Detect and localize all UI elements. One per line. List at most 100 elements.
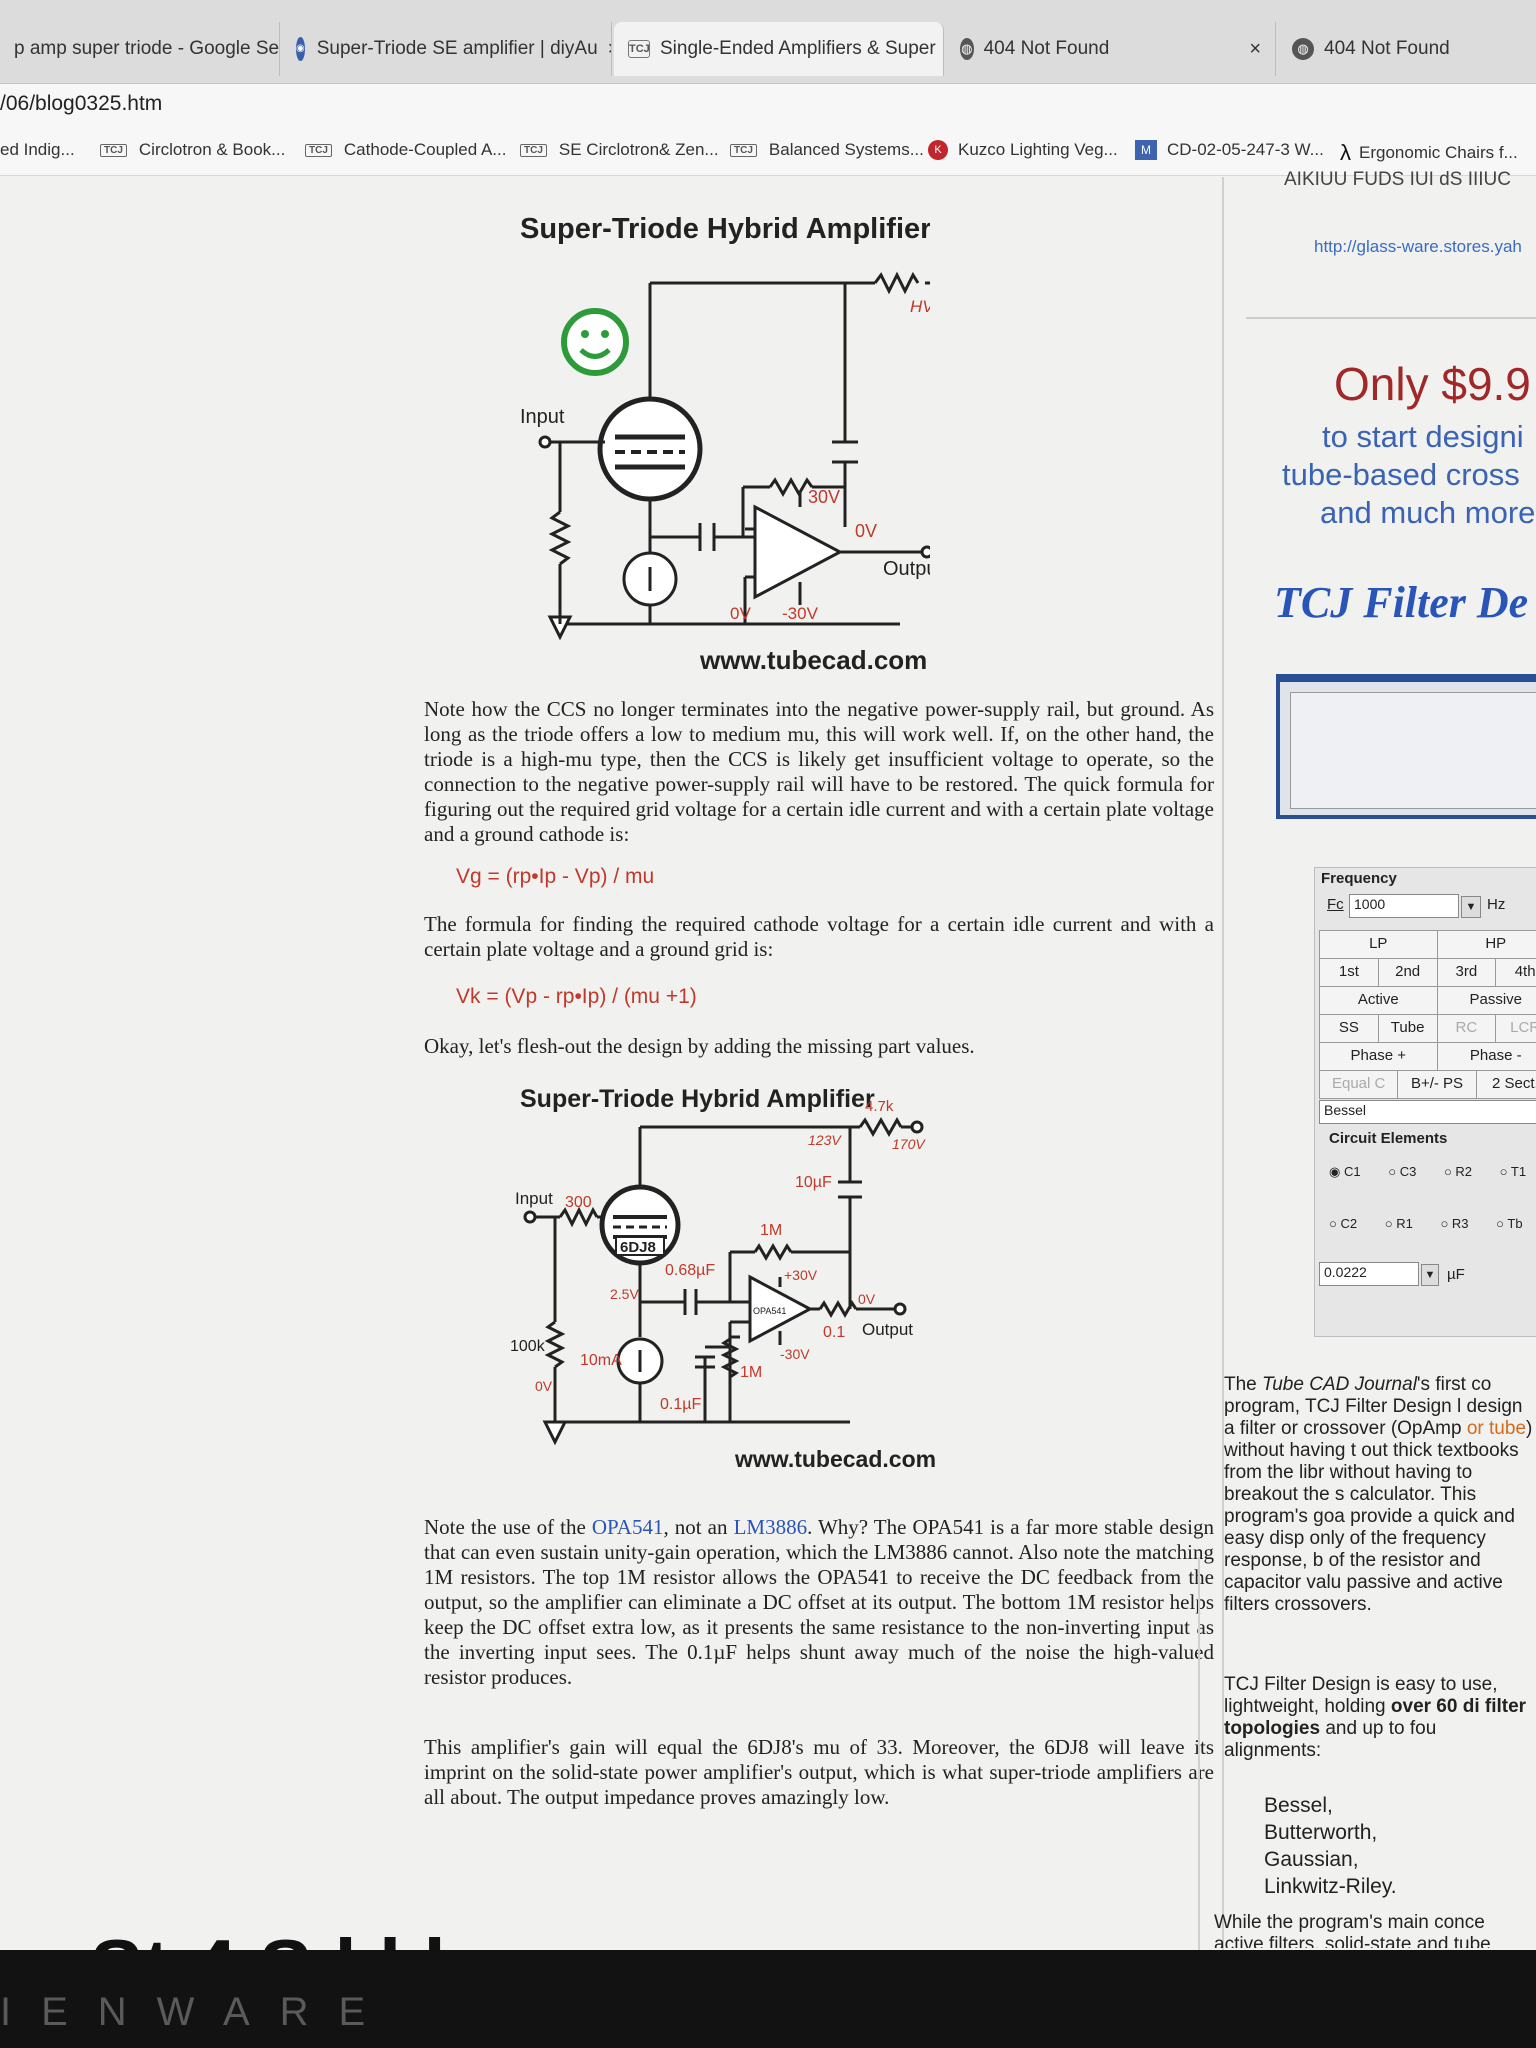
radio-label: C1 bbox=[1343, 1164, 1361, 1179]
tab-label: Super-Triode SE amplifier | diyAu bbox=[316, 38, 598, 59]
tab-google-search[interactable]: p amp super triode - Google Se × bbox=[0, 22, 280, 76]
bookmark-se-circlotron[interactable]: TCJ SE Circlotron& Zen... bbox=[520, 140, 719, 160]
watermark: www.tubecad.com bbox=[734, 1446, 936, 1472]
two-sect-button[interactable]: 2 Sect. bbox=[1476, 1071, 1536, 1099]
fc-label: Fc bbox=[1327, 896, 1344, 913]
order-2nd[interactable]: 2nd bbox=[1378, 959, 1438, 987]
lm3886-link[interactable]: LM3886 bbox=[733, 1515, 808, 1539]
fc-input[interactable]: 1000 bbox=[1349, 894, 1459, 918]
radio-label: C3 bbox=[1399, 1164, 1417, 1179]
globe-icon: ◍ bbox=[1292, 38, 1314, 60]
r100k-label: 100k bbox=[510, 1338, 546, 1355]
text: Note the use of the bbox=[424, 1515, 592, 1539]
output-label: Output bbox=[862, 1320, 913, 1339]
bookmark-label: CD-02-05-247-3 W... bbox=[1167, 140, 1324, 159]
radio-r3[interactable]: ○ R3 bbox=[1440, 1216, 1469, 1231]
lp-button[interactable]: LP bbox=[1320, 931, 1438, 959]
hp-button[interactable]: HP bbox=[1437, 931, 1536, 959]
r1m-bottom-label: 1M bbox=[740, 1364, 762, 1381]
bookmark-ergonomic[interactable]: λ Ergonomic Chairs f... bbox=[1340, 140, 1518, 166]
bookmark-cathode-coupled[interactable]: TCJ Cathode-Coupled A... bbox=[305, 140, 506, 160]
ad-line: to start designi bbox=[1322, 419, 1524, 454]
screenshot-inner bbox=[1290, 692, 1536, 809]
radio-r1[interactable]: ○ R1 bbox=[1384, 1216, 1413, 1231]
alignment-select[interactable]: Bessel bbox=[1319, 1100, 1536, 1124]
phase-plus-button[interactable]: Phase + bbox=[1320, 1043, 1438, 1071]
radio-tb[interactable]: ○ Tb bbox=[1496, 1216, 1523, 1231]
r47k-label: 4.7k bbox=[865, 1098, 894, 1115]
alignment-list: Bessel, Butterworth, Gaussian, Linkwitz-… bbox=[1264, 1792, 1397, 1900]
tube-label: 6DJ8 bbox=[620, 1239, 656, 1256]
type-grid: SS Tube RC LCR bbox=[1319, 1014, 1536, 1043]
tab-strip: p amp super triode - Google Se × ◉ Super… bbox=[0, 0, 1536, 84]
c068-label: 0.68µF bbox=[665, 1262, 715, 1279]
column-divider bbox=[1198, 1557, 1200, 1950]
passive-button[interactable]: Passive bbox=[1437, 987, 1536, 1015]
ss-button[interactable]: SS bbox=[1320, 1015, 1379, 1043]
radio-row-2: ○ C2 ○ R1 ○ R3 ○ Tb bbox=[1329, 1216, 1536, 1231]
bookmark-cd-02[interactable]: M CD-02-05-247-3 W... bbox=[1135, 140, 1324, 160]
bookmark-circlotron[interactable]: TCJ Circlotron & Book... bbox=[100, 140, 285, 160]
order-1st[interactable]: 1st bbox=[1320, 959, 1379, 987]
monitor-bezel bbox=[0, 1950, 1536, 2048]
address-bar[interactable]: /06/blog0325.htm bbox=[0, 84, 1536, 128]
order-grid: 1st 2nd 3rd 4th bbox=[1319, 958, 1536, 987]
radio-c3[interactable]: ○ C3 bbox=[1388, 1164, 1417, 1179]
order-4th[interactable]: 4th bbox=[1496, 959, 1536, 987]
bookmark-kuzco[interactable]: K Kuzco Lighting Veg... bbox=[928, 140, 1118, 160]
rc-button[interactable]: RC bbox=[1437, 1015, 1497, 1043]
input-label: Input bbox=[515, 1189, 553, 1208]
value-input[interactable]: 0.0222 bbox=[1319, 1262, 1419, 1286]
c10-label: 10µF bbox=[795, 1174, 832, 1191]
schematic-title: Super-Triode Hybrid Amplifier bbox=[520, 213, 930, 245]
active-passive-grid: Active Passive bbox=[1319, 986, 1536, 1015]
chevron-down-icon[interactable]: ▼ bbox=[1461, 896, 1481, 918]
order-3rd[interactable]: 3rd bbox=[1437, 959, 1497, 987]
diyaudio-icon: ◉ bbox=[296, 37, 305, 61]
ad-line: and much more bbox=[1320, 495, 1536, 530]
radio-c2[interactable]: ○ C2 bbox=[1329, 1216, 1358, 1231]
tcj-icon: TCJ bbox=[100, 143, 127, 157]
glassware-link[interactable]: http://glass-ware.stores.yah bbox=[1314, 237, 1522, 256]
schematic-2: Super-Triode Hybrid Amplifier bbox=[510, 1085, 936, 1472]
lambda-icon: λ bbox=[1340, 140, 1351, 165]
next-heading: St 4 S l l l bbox=[90, 1922, 446, 1950]
sidebar-description-3: While the program's main conce active fi… bbox=[1214, 1912, 1491, 1948]
bookmark-balanced-systems[interactable]: TCJ Balanced Systems... bbox=[730, 140, 924, 160]
tab-diyaudio[interactable]: ◉ Super-Triode SE amplifier | diyAu × bbox=[282, 22, 612, 76]
radio-label: T1 bbox=[1510, 1164, 1527, 1179]
frequency-label: Frequency bbox=[1321, 870, 1397, 887]
chevron-down-icon[interactable]: ▼ bbox=[1421, 1264, 1439, 1286]
neg30-label: -30V bbox=[782, 604, 819, 623]
bookmark-label: Balanced Systems... bbox=[768, 140, 924, 159]
bookmark-indigo[interactable]: ed Indig... bbox=[0, 140, 75, 160]
tab-404-b[interactable]: ◍ 404 Not Found bbox=[1278, 22, 1536, 76]
list-item: Bessel, bbox=[1264, 1794, 1333, 1817]
close-icon[interactable]: × bbox=[608, 38, 611, 61]
radio-t1[interactable]: ○ T1 bbox=[1499, 1164, 1527, 1179]
paragraph: Note how the CCS no longer terminates in… bbox=[424, 697, 1214, 846]
address-url[interactable]: /06/blog0325.htm bbox=[0, 92, 163, 115]
radio-r2[interactable]: ○ R2 bbox=[1443, 1164, 1473, 1179]
software-screenshot[interactable] bbox=[1276, 674, 1536, 819]
tcj-filter-heading[interactable]: TCJ Filter De bbox=[1274, 578, 1529, 627]
equal-c-button[interactable]: Equal C bbox=[1320, 1071, 1399, 1099]
text: over 60 di filter topologies bbox=[1224, 1696, 1527, 1739]
bps-button[interactable]: B+/- PS bbox=[1398, 1071, 1477, 1099]
close-icon[interactable]: × bbox=[1249, 37, 1261, 60]
browser-window: p amp super triode - Google Se × ◉ Super… bbox=[0, 0, 1536, 1950]
tab-label: 404 Not Found bbox=[983, 38, 1110, 59]
sidebar-top-text: AIKIUU FUDS IUI dS IIIUC bbox=[1284, 169, 1511, 185]
tube-button[interactable]: Tube bbox=[1378, 1015, 1438, 1043]
tab-404-a[interactable]: ◍ 404 Not Found × bbox=[946, 22, 1276, 76]
radio-c1[interactable]: ◉ C1 bbox=[1329, 1164, 1361, 1179]
c01-label: 0.1µF bbox=[660, 1396, 701, 1413]
bookmark-label: ed Indig... bbox=[0, 140, 75, 159]
hvb-label: HV B+ bbox=[910, 297, 930, 316]
ov-label: 0V bbox=[730, 604, 751, 623]
phase-minus-button[interactable]: Phase - bbox=[1437, 1043, 1536, 1071]
lcr-button[interactable]: LCR bbox=[1496, 1015, 1536, 1043]
tab-single-ended[interactable]: TCJ Single-Ended Amplifiers & Super × bbox=[614, 22, 944, 76]
opa541-link[interactable]: OPA541 bbox=[591, 1515, 664, 1539]
active-button[interactable]: Active bbox=[1320, 987, 1438, 1015]
